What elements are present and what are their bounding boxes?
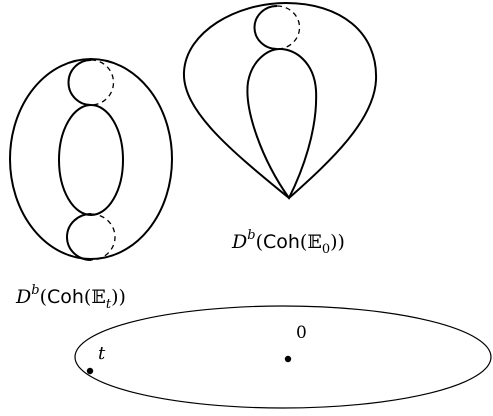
label-smooth-close: )) <box>111 286 126 308</box>
label-smooth-open2: ( <box>84 286 91 308</box>
nodal-meridian-dashed <box>276 5 301 50</box>
torus-figure <box>9 58 173 261</box>
torus-top-meridian-dashed <box>90 59 115 106</box>
label-smooth-b: b <box>31 283 39 298</box>
torus-bottom-meridian-solid <box>66 213 92 261</box>
label-smooth-coh: Coh <box>47 286 84 308</box>
nodal-meridian-solid <box>253 5 278 50</box>
torus-outer-ellipse <box>9 58 173 260</box>
nodal-inner-curve <box>246 47 318 200</box>
label-degenerate-derived-category: Db(Coh(𝔼0)) <box>231 228 345 257</box>
point-t-label: t <box>98 343 106 364</box>
label-smooth-derived-category: Db(Coh(𝔼t)) <box>15 283 126 312</box>
label-degenerate-coh: Coh <box>263 231 300 253</box>
label-smooth-sub: t <box>106 297 112 312</box>
label-degenerate-open: ( <box>256 231 263 253</box>
label-degenerate-E: 𝔼 <box>307 231 321 253</box>
nodal-curve-figure <box>182 1 378 200</box>
label-degenerate-open2: ( <box>300 231 307 253</box>
label-smooth-E: 𝔼 <box>91 286 105 308</box>
torus-bottom-meridian-dashed <box>90 213 116 261</box>
torus-top-meridian-solid <box>67 59 92 106</box>
parameter-disk: t 0 <box>74 305 492 409</box>
label-degenerate-b: b <box>247 228 255 243</box>
torus-inner-ellipse <box>58 104 124 216</box>
label-smooth-open: ( <box>40 286 47 308</box>
label-degenerate-D: D <box>231 231 247 253</box>
label-degenerate-close: )) <box>330 231 345 253</box>
parameter-disk-ellipse <box>74 305 492 409</box>
nodal-outer-curve <box>182 1 378 200</box>
label-degenerate-sub: 0 <box>322 242 330 257</box>
label-smooth-D: D <box>15 286 31 308</box>
point-0-label: 0 <box>296 323 307 343</box>
point-t-dot <box>86 367 94 375</box>
point-0-dot <box>284 355 292 363</box>
